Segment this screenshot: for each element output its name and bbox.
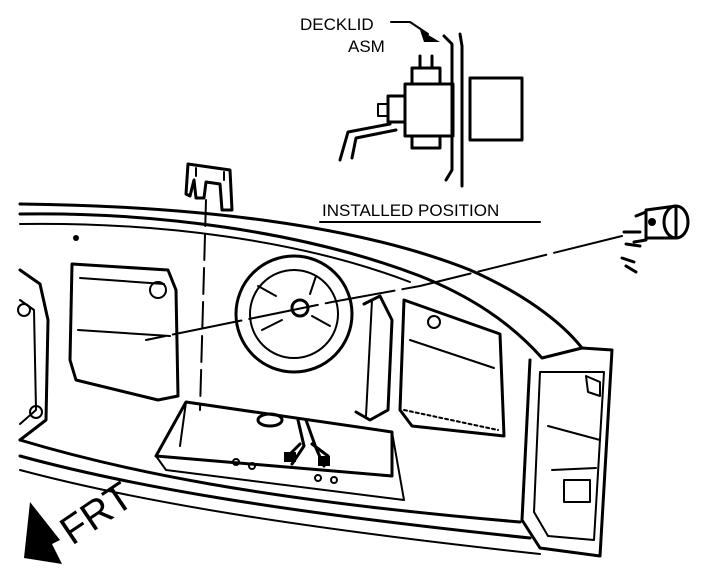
lock-cylinder-icon (620, 204, 690, 274)
installed-position-label: INSTALLED POSITION (322, 201, 499, 220)
lock-cylinder-installed-icon (338, 32, 524, 188)
lock-install-path-line (145, 235, 623, 341)
installed-position-inset: DECKLID ASM INSTALLED POSITION (300, 15, 541, 223)
front-direction-indicator: FRT (24, 474, 141, 564)
retainer-clip-icon (184, 162, 234, 212)
decklid-inner-panel (17, 202, 614, 558)
clip-install-path-line (199, 199, 207, 411)
decklid-label-line1: DECKLID (300, 15, 374, 34)
decklid-leader-arrowhead-icon (420, 30, 440, 42)
decklid-label-line2: ASM (348, 37, 385, 56)
front-indicator-label: FRT (52, 474, 140, 554)
decklid-leader-line (390, 21, 429, 35)
front-direction-arrow-icon (24, 502, 62, 564)
